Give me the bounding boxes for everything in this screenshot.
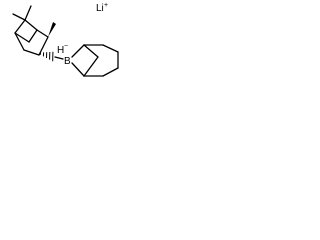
- bond-ring-6: [14, 32, 30, 43]
- bond-lower-2: [102, 67, 119, 77]
- atom-labels: Li + H − B: [57, 2, 108, 67]
- bond-carbon-boron-hashed: [39, 51, 54, 62]
- lithium-symbol: Li: [96, 3, 104, 14]
- bond-bridge-left: [14, 19, 26, 34]
- bond-methyl-wedge: [48, 22, 56, 37]
- bond-b-c1: [71, 44, 85, 58]
- bond-ring-3: [38, 36, 49, 56]
- bond-ring-2: [23, 49, 40, 56]
- bond-inner-1: [83, 44, 99, 58]
- borabicyclononane: [71, 44, 119, 77]
- bond-ring-5: [28, 29, 38, 43]
- hydrogen-symbol: H: [57, 45, 64, 56]
- pinane-skeleton: [12, 5, 64, 62]
- boron-symbol: B: [64, 56, 71, 67]
- boron-charge: −: [64, 43, 68, 50]
- bond-bridge-right: [24, 19, 38, 31]
- bond-ring-1: [14, 32, 25, 51]
- bond-ring-4: [36, 29, 49, 38]
- lithium-charge: +: [104, 2, 108, 9]
- bond-b-c2: [71, 62, 85, 77]
- bond-upper-2: [102, 44, 119, 53]
- bond-to-boron: [54, 56, 64, 60]
- bond-methyl-left: [12, 13, 26, 21]
- chemical-structure: Li + H − B: [12, 2, 119, 77]
- bond-methyl-top: [24, 5, 32, 21]
- bond-inner-2: [83, 56, 99, 77]
